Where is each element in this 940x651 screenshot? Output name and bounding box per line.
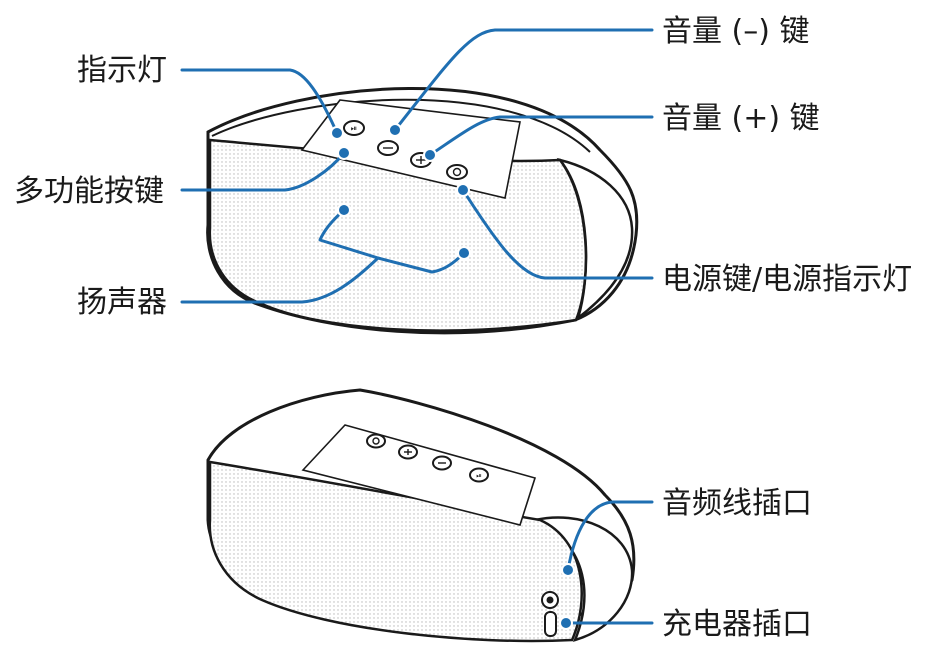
- multifunction-button-rear[interactable]: ⏯: [469, 467, 489, 483]
- label-multifunction: 多功能按键: [14, 174, 164, 209]
- leader-volume-up: [428, 115, 654, 157]
- labels: 指示灯 音量 (–) 键 音量 (+) 键 多功能按键 扬声器 电源键/电源指示…: [14, 14, 912, 642]
- charger-port[interactable]: [544, 611, 557, 637]
- label-volume-up: 音量 (+) 键: [662, 101, 820, 136]
- speaker-top-edge: [211, 98, 591, 153]
- leader-dot-charger: [559, 616, 573, 630]
- power-button[interactable]: [446, 164, 468, 180]
- volume-up-button[interactable]: [410, 152, 432, 168]
- leader-audio-jack: [566, 500, 654, 572]
- label-audio-jack: 音频线插口: [662, 486, 812, 521]
- power-button-rear[interactable]: [366, 433, 386, 449]
- speaker-end-cap-rear: [531, 516, 634, 642]
- label-volume-down: 音量 (–) 键: [662, 14, 809, 49]
- volume-down-button[interactable]: [377, 140, 399, 156]
- power-icon: [372, 437, 380, 445]
- leader-power: [461, 188, 654, 280]
- label-speaker: 扬声器: [77, 285, 167, 320]
- label-power: 电源键/电源指示灯: [662, 262, 912, 297]
- volume-up-button-rear[interactable]: [398, 444, 418, 460]
- power-icon: [452, 167, 462, 177]
- plus-icon: [404, 449, 412, 455]
- leader-dot-audio-jack: [561, 563, 575, 577]
- speaker-rear-view: ⏯: [206, 388, 636, 643]
- plus-icon: [416, 156, 426, 164]
- multifunction-icon: ⏯: [351, 124, 357, 133]
- audio-jack-hole: [546, 596, 554, 604]
- control-panel-rear: [301, 424, 537, 526]
- leader-multifunction: [180, 151, 346, 192]
- leader-dot-speaker-left: [337, 203, 351, 217]
- leader-dot-power: [456, 183, 470, 197]
- volume-down-button-rear[interactable]: [432, 455, 452, 471]
- leader-dot-speaker-right: [457, 246, 471, 260]
- leader-dot-volume-up: [423, 148, 437, 162]
- leader-indicator: [180, 68, 339, 135]
- leader-dot-volume-down: [388, 123, 402, 137]
- label-charger-port: 充电器插口: [662, 607, 812, 642]
- speaker-front-view: ⏯: [206, 87, 639, 335]
- multifunction-button[interactable]: ⏯: [343, 120, 365, 136]
- leader-dot-multifunction: [337, 146, 351, 160]
- leader-lines: [180, 28, 654, 630]
- leader-volume-down: [393, 28, 654, 132]
- label-indicator: 指示灯: [77, 53, 167, 88]
- leader-dot-indicator: [330, 126, 344, 140]
- multifunction-icon: ⏯: [476, 472, 482, 480]
